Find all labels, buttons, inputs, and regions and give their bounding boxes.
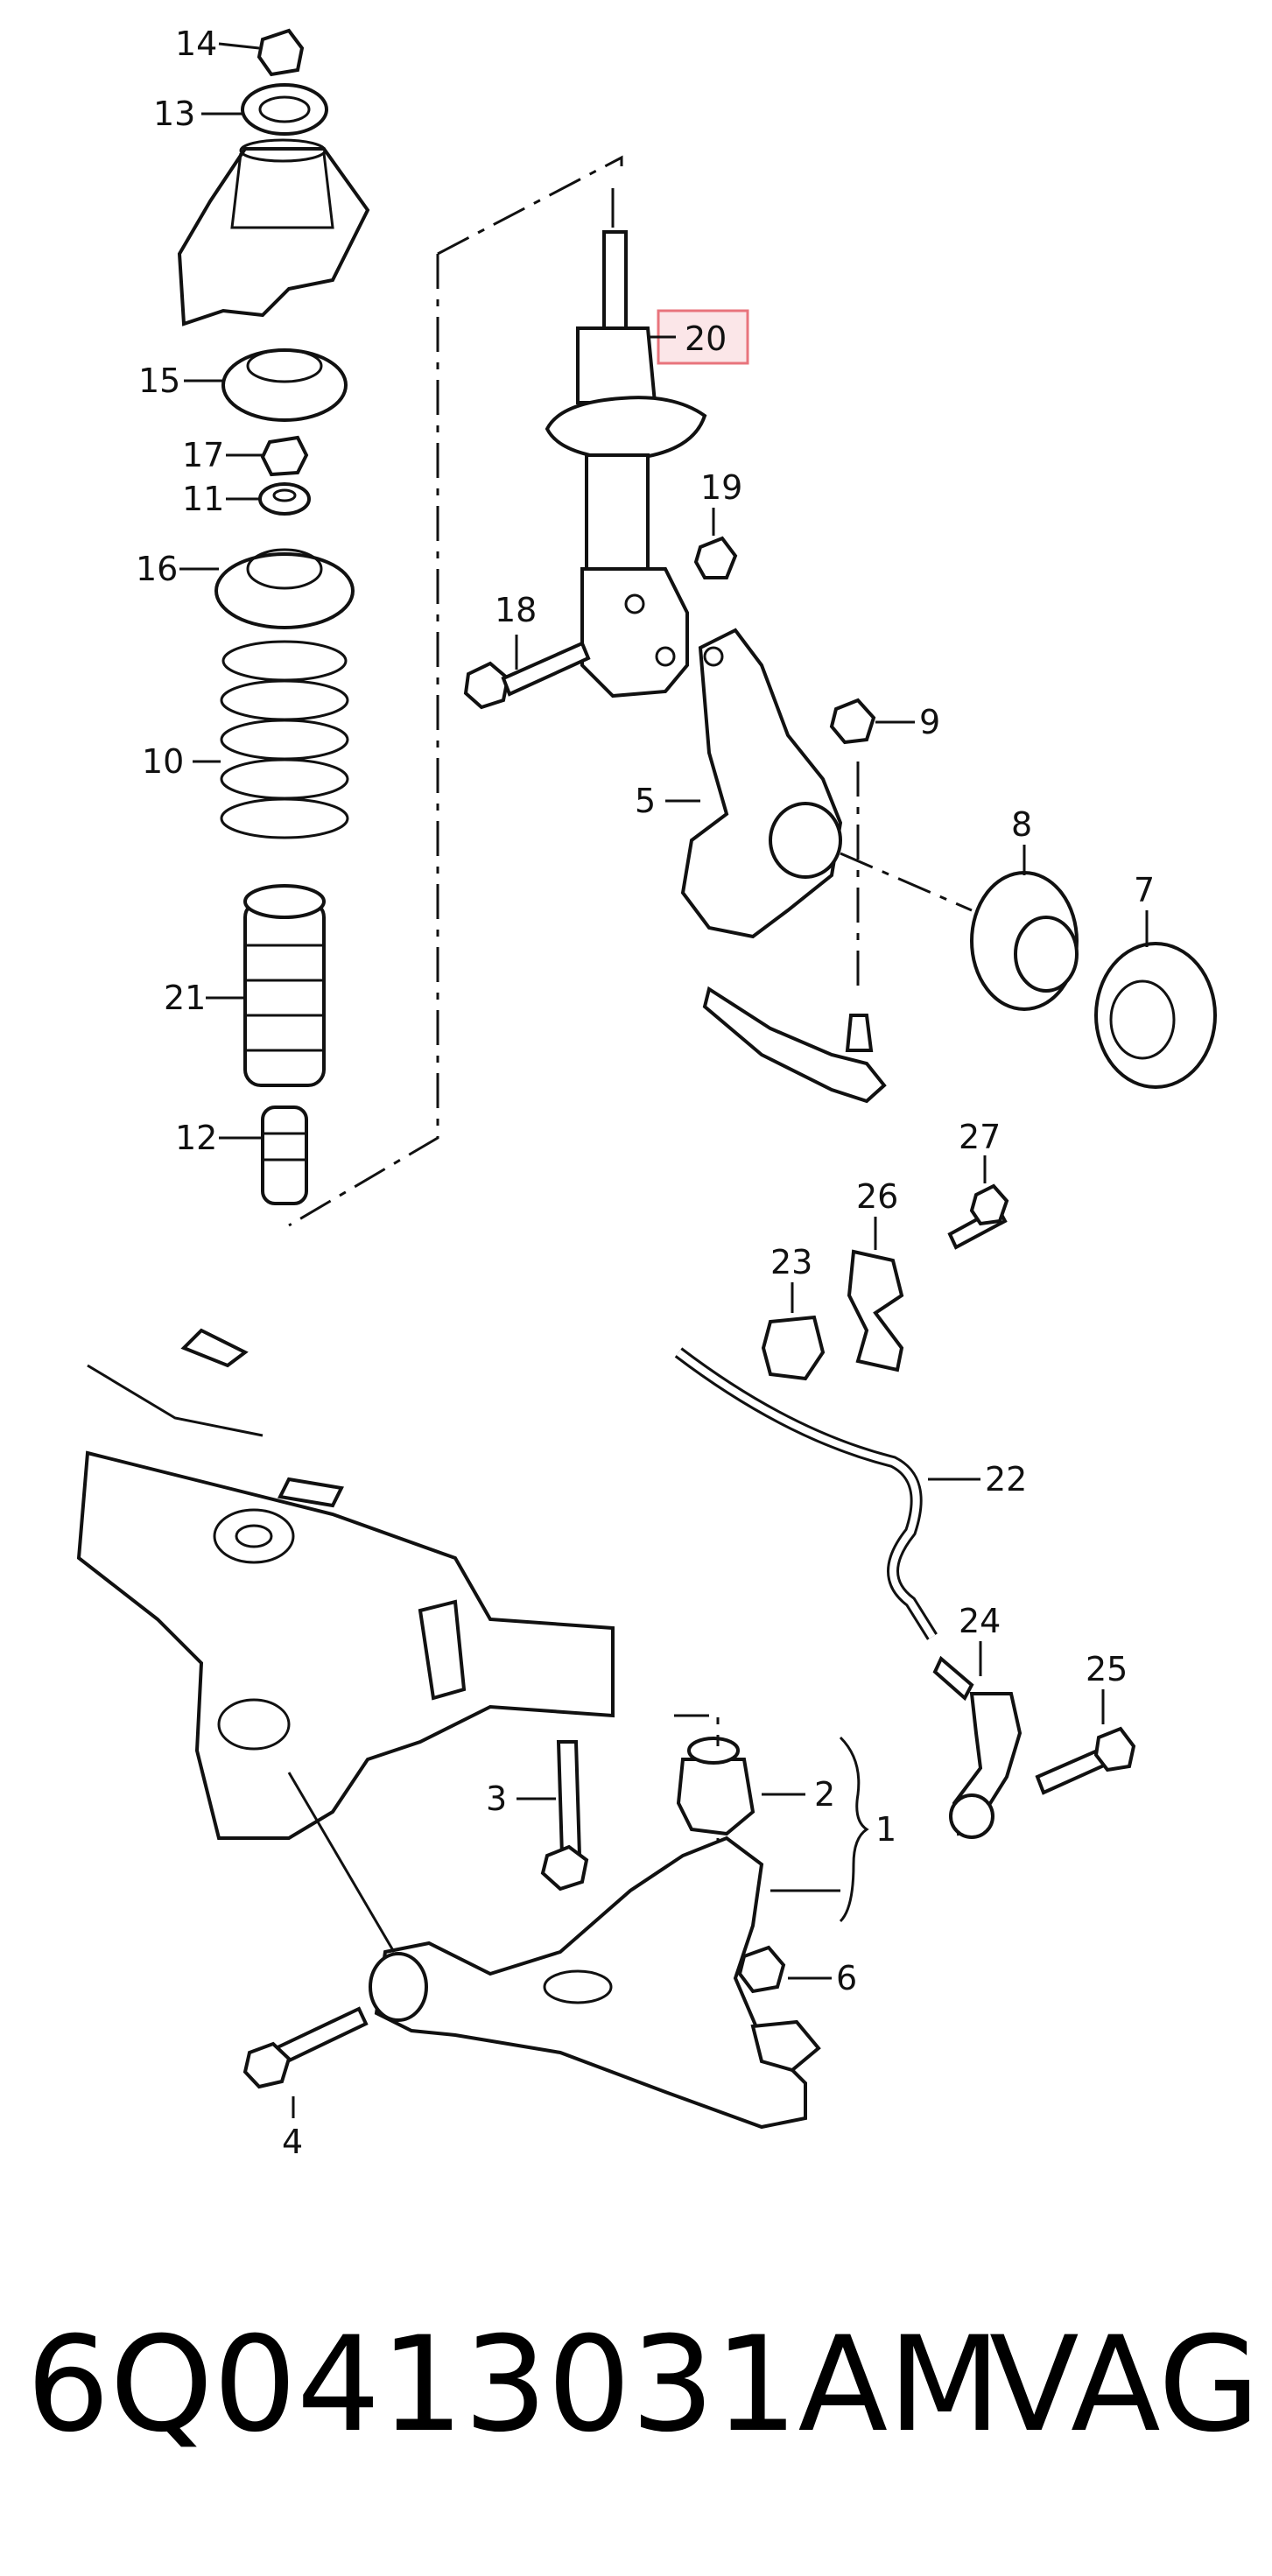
callout-17: 17 (182, 436, 224, 474)
part-13-bearing: 13 (153, 83, 328, 136)
part-3-bolt: 3 (486, 1740, 589, 1892)
part-25-bolt: 25 (1035, 1650, 1136, 1795)
callout-16: 16 (136, 550, 178, 588)
bracket-1: 1 (770, 1736, 896, 1923)
callout-26: 26 (856, 1177, 898, 1216)
part-strut-mount (177, 138, 370, 326)
part-18-bolt: 18 (463, 591, 591, 710)
callout-8: 8 (1011, 805, 1032, 844)
callout-1: 1 (875, 1810, 896, 1849)
callout-4: 4 (282, 2123, 303, 2161)
callout-22: 22 (985, 1460, 1027, 1499)
callout-7: 7 (1134, 871, 1155, 909)
callout-15: 15 (138, 361, 180, 400)
callout-20: 20 (685, 319, 727, 358)
callout-24: 24 (959, 1602, 1001, 1640)
part-2-bushing: 2 (676, 1737, 835, 1836)
part-8-wheel-hub: 8 (970, 805, 1079, 1011)
assembly-dash-left (288, 254, 439, 1227)
part-14-nut: 14 (175, 25, 305, 77)
assembly-dash-top (437, 155, 623, 256)
part-4-bolt: 4 (242, 2006, 369, 2161)
part-20-shock-absorber: 20 (545, 188, 749, 698)
callout-27: 27 (959, 1118, 1001, 1156)
part-27-bolt: 27 (947, 1118, 1009, 1250)
callout-5: 5 (635, 782, 656, 820)
callout-14: 14 (175, 25, 217, 63)
part-15-bump-stop-mount: 15 (138, 348, 348, 422)
callout-10: 10 (142, 742, 184, 781)
part-6-nut: 6 (737, 1945, 857, 1997)
part-5-steering-knuckle: 5 (635, 628, 843, 939)
part-10-coil-spring: 10 (142, 640, 349, 839)
part-number-footer: 6Q0413031AM VAG (26, 2285, 1260, 2486)
callout-21: 21 (164, 979, 206, 1017)
hub-axis-dash (840, 852, 973, 912)
callout-6: 6 (836, 1959, 857, 1997)
part-7-wheel-bearing: 7 (1094, 871, 1217, 1089)
part-17-nut: 17 (182, 435, 309, 477)
callout-9: 9 (919, 703, 940, 741)
part-21-dust-boot: 21 (164, 884, 326, 1087)
callout-3: 3 (486, 1779, 507, 1818)
part-subframe (76, 1328, 615, 1840)
part-12-bump-stop: 12 (175, 1106, 308, 1205)
callout-11: 11 (182, 480, 224, 518)
part-number: 6Q0413031AM (26, 2309, 1001, 2461)
part-control-arm (287, 1772, 821, 2130)
callout-12: 12 (175, 1119, 217, 1157)
part-tie-rod-end (702, 986, 887, 1104)
callout-25: 25 (1086, 1650, 1128, 1688)
part-19-nut: 19 (693, 468, 742, 579)
brand-name: VAG (989, 2309, 1261, 2461)
callout-23: 23 (770, 1243, 812, 1281)
part-11-washer: 11 (182, 480, 311, 518)
part-9-nut: 9 (829, 698, 940, 745)
part-24-nut: 24 (932, 1602, 1001, 1702)
callout-13: 13 (153, 95, 195, 133)
part-26-bracket: 26 (847, 1177, 904, 1372)
part-16-spring-seat: 16 (136, 548, 355, 629)
callout-18: 18 (495, 591, 537, 629)
part-22-anti-roll-bar: 22 (674, 1347, 1027, 1640)
callout-19: 19 (700, 468, 742, 507)
part-coupling-rod (949, 1692, 1023, 1839)
callout-2: 2 (814, 1775, 835, 1814)
part-23-bushing: 23 (761, 1243, 826, 1381)
